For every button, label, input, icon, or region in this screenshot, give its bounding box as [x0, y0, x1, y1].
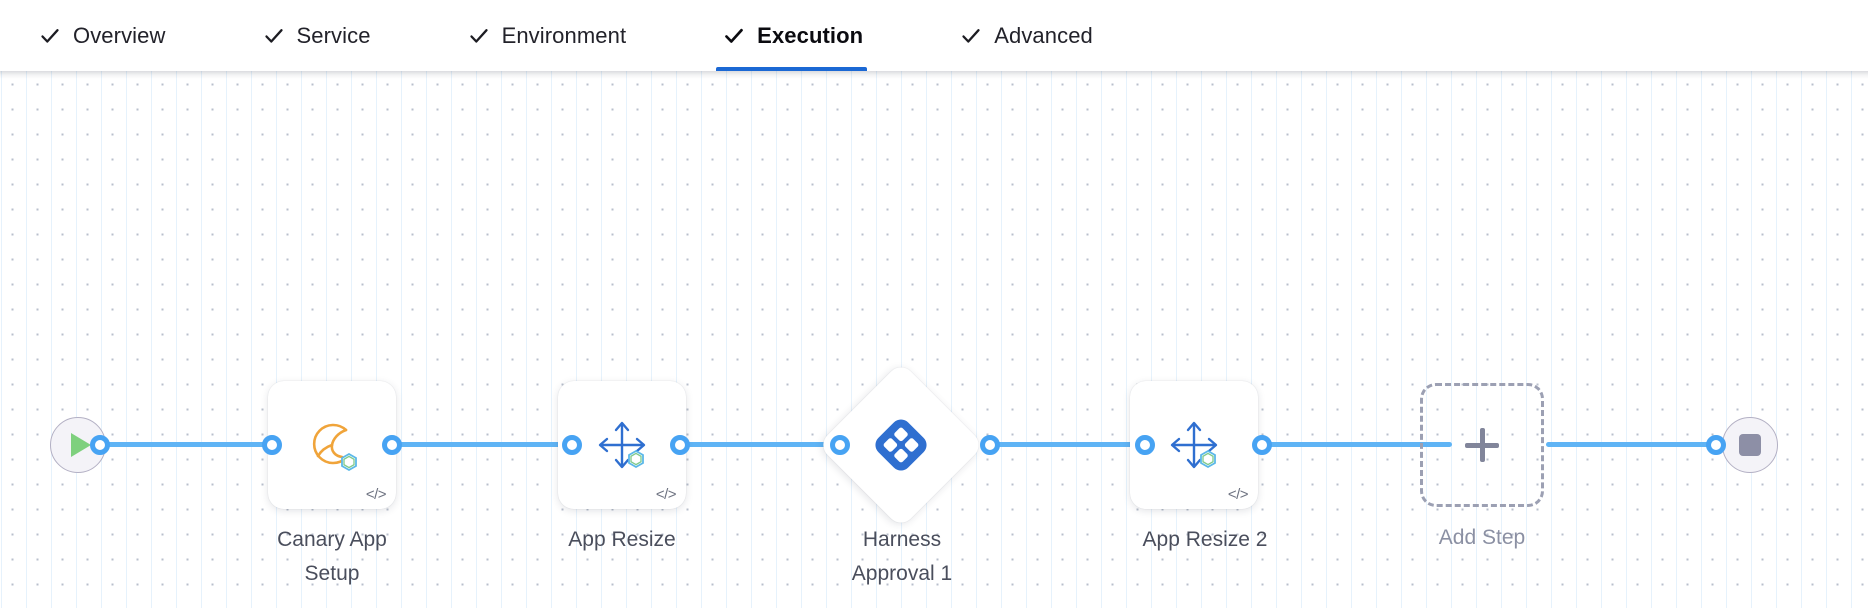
- pipeline-tab-bar: Overview Service Environment: [0, 0, 1868, 75]
- tab-overview[interactable]: Overview: [34, 0, 188, 71]
- pipeline-flow: </> Canary App Setup: [0, 71, 1868, 608]
- check-icon: [961, 26, 981, 46]
- code-icon: </>: [1227, 486, 1249, 503]
- edge-canary-to-resize: [392, 442, 572, 447]
- stop-icon: [1739, 434, 1761, 456]
- step-label-app-resize-2: App Resize 2: [1142, 528, 1268, 551]
- connector-dot: [562, 435, 582, 455]
- check-icon: [264, 26, 284, 46]
- step-node-canary-app-setup[interactable]: </>: [268, 381, 396, 509]
- start-node[interactable]: [50, 417, 106, 473]
- step-label-harness-approval-1: Harness Approval 1: [851, 528, 953, 586]
- edge-resize-to-approval: [680, 442, 840, 447]
- connector-dot: [980, 435, 1000, 455]
- harness-approval-icon: [0, 414, 927, 476]
- execution-canvas[interactable]: </> Canary App Setup: [0, 71, 1868, 608]
- tab-label: Overview: [73, 22, 166, 48]
- step-label-canary-app-setup: Canary App Setup: [277, 528, 387, 586]
- code-icon: </>: [365, 486, 387, 503]
- connector-dot: [1706, 435, 1726, 455]
- end-node[interactable]: [1722, 417, 1778, 473]
- step-label-app-resize: App Resize: [568, 528, 676, 551]
- check-icon: [469, 26, 489, 46]
- connector-dot: [830, 435, 850, 455]
- step-node-app-resize[interactable]: </>: [558, 381, 686, 509]
- check-icon: [724, 26, 744, 46]
- plus-icon-vertical: [1479, 428, 1485, 462]
- tab-label: Service: [296, 22, 371, 48]
- connector-dot: [382, 435, 402, 455]
- tab-label: Advanced: [994, 22, 1093, 48]
- connector-dot: [670, 435, 690, 455]
- code-icon: </>: [655, 486, 677, 503]
- play-icon: [71, 433, 91, 457]
- connector-dot: [262, 435, 282, 455]
- check-icon: [40, 26, 60, 46]
- tab-label: Environment: [501, 22, 627, 48]
- tab-active-underline: [716, 67, 868, 71]
- tab-service[interactable]: Service: [258, 0, 393, 71]
- connector-dot: [1252, 435, 1272, 455]
- add-step-button[interactable]: [1420, 383, 1544, 507]
- connector-dot: [90, 435, 110, 455]
- tanzu-app-setup-icon: [301, 414, 363, 476]
- resize-arrows-icon: [1163, 414, 1225, 476]
- add-step-label: Add Step: [1438, 526, 1526, 549]
- tab-execution[interactable]: Execution: [716, 0, 885, 71]
- tab-advanced[interactable]: Advanced: [955, 0, 1115, 71]
- tab-environment[interactable]: Environment: [463, 0, 649, 71]
- edge-resize2-to-addstep: [1262, 442, 1452, 447]
- connector-dot: [1135, 435, 1155, 455]
- resize-arrows-icon: [591, 414, 653, 476]
- edge-start-to-canary: [100, 442, 272, 447]
- edge-addstep-to-end: [1546, 442, 1714, 447]
- edge-approval-to-resize2: [990, 442, 1145, 447]
- tab-label: Execution: [757, 22, 864, 48]
